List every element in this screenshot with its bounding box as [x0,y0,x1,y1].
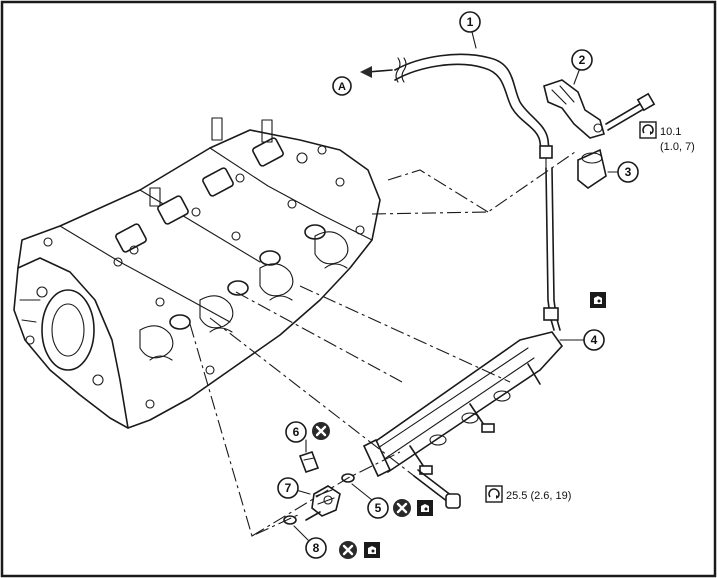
cylinder-head [13,117,381,429]
torque-spec-upper-line2: (1.0, 7) [660,141,695,153]
callout-5-number: 5 [375,501,382,515]
hose-clamp [543,79,656,139]
torque-wrench-icon [485,485,503,503]
insulator [577,148,607,189]
do-not-reuse-x-icon [312,422,330,440]
fuel-tube [543,167,561,331]
apply-oil-icon [417,500,433,516]
callout-7-number: 7 [285,481,292,495]
callout-6: 6 [285,421,307,443]
assembly-center-lines [189,151,576,537]
fuel-rail [362,331,564,478]
callout-7: 7 [277,477,299,499]
reference-label-a: A [338,81,346,93]
ignition-coil [115,117,327,253]
apply-oil-icon [590,292,606,308]
callout-1-number: 1 [467,15,474,29]
torque-spec-lower: 25.5 (2.6, 19) [506,490,571,502]
head-bolts [43,173,365,409]
callout-5: 5 [367,497,389,519]
callout-4: 4 [583,329,605,351]
callout-3: 3 [617,161,639,183]
do-not-reuse-x-icon [393,499,411,517]
apply-oil-icon [364,542,380,558]
callout-8-number: 8 [313,541,320,555]
callout-2-number: 2 [579,53,586,67]
fuel-feed-hose [394,53,553,169]
injector-clip [298,450,320,474]
reference-arrow: A [332,66,393,96]
callout-2: 2 [571,49,593,71]
callout-1: 1 [459,11,481,33]
callout-4-number: 4 [591,333,598,347]
callout-6-number: 6 [293,425,300,439]
do-not-reuse-x-icon [339,541,357,559]
callout-3-number: 3 [625,165,632,179]
torque-wrench-icon [639,121,657,139]
torque-spec-upper-line1: 10.1 [660,126,681,138]
fuel-injector [305,485,341,521]
callout-8: 8 [305,537,327,559]
